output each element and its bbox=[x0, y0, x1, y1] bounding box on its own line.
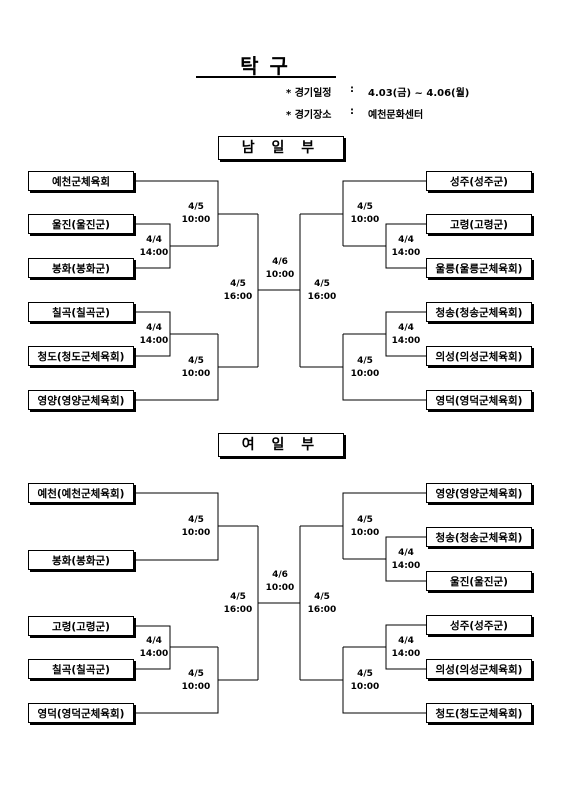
women-left-team-5: 영덕(영덕군체육회) bbox=[28, 703, 134, 723]
women-right-team-1: 영양(영양군체육회) bbox=[426, 483, 532, 503]
venue-label: * 경기장소 bbox=[286, 110, 332, 121]
men-right-team-3: 울릉(울릉군체육회) bbox=[426, 258, 532, 278]
venue-separator: : bbox=[350, 106, 354, 117]
women-right-team-3: 울진(울진군) bbox=[426, 571, 532, 591]
women-left-r2b-line bbox=[134, 647, 219, 714]
women-right-team-6: 청도(청도군체육회) bbox=[426, 703, 532, 723]
schedule-separator: : bbox=[350, 84, 354, 95]
women-right-r1b-line bbox=[385, 624, 426, 670]
women-left-team-3: 고령(고령군) bbox=[28, 616, 134, 636]
men-right-team-2: 고령(고령군) bbox=[426, 214, 532, 234]
venue-value: 예천문화센터 bbox=[368, 110, 424, 121]
men-right-team-6: 영덕(영덕군체육회) bbox=[426, 390, 532, 410]
men-right-r1b-line bbox=[385, 311, 426, 357]
men-left-team-5: 청도(청도군체육회) bbox=[28, 346, 134, 366]
title-underline bbox=[196, 76, 336, 78]
men-right-team-1: 성주(성주군) bbox=[426, 171, 532, 191]
men-section-title: 남 일 부 bbox=[218, 136, 344, 160]
men-right-team-5: 의성(의성군체육회) bbox=[426, 346, 532, 366]
men-left-team-3: 봉화(봉화군) bbox=[28, 258, 134, 278]
women-right-r1a-line bbox=[385, 536, 426, 582]
men-left-team-6: 영양(영양군체육회) bbox=[28, 390, 134, 410]
page-title: 탁 구 bbox=[240, 54, 290, 78]
men-right-r2b-line bbox=[342, 334, 426, 401]
women-right-team-5: 의성(의성군체육회) bbox=[426, 659, 532, 679]
men-left-team-2: 울진(울진군) bbox=[28, 214, 134, 234]
women-section-title: 여 일 부 bbox=[218, 433, 344, 457]
women-left-team-2: 봉화(봉화군) bbox=[28, 550, 134, 570]
women-right-r2b-line bbox=[342, 647, 426, 714]
men-left-team-4: 칠곡(칠곡군) bbox=[28, 302, 134, 322]
women-right-team-4: 성주(성주군) bbox=[426, 615, 532, 635]
schedule-value: 4.03(금) ~ 4.06(월) bbox=[368, 88, 470, 99]
men-right-team-4: 청송(청송군체육회) bbox=[426, 302, 532, 322]
women-right-team-2: 청송(청송군체육회) bbox=[426, 527, 532, 547]
men-left-team-1: 예천군체육회 bbox=[28, 171, 134, 191]
women-left-team-1: 예천(예천군체육회) bbox=[28, 483, 134, 503]
men-right-r2a-line bbox=[342, 180, 426, 246]
men-right-r1a-line bbox=[385, 223, 426, 269]
women-right-r2a-line bbox=[342, 492, 426, 559]
women-left-team-4: 칠곡(칠곡군) bbox=[28, 659, 134, 679]
men-left-r2b-line bbox=[134, 334, 219, 401]
schedule-label: * 경기일정 bbox=[286, 88, 332, 99]
men-left-r2a-line bbox=[134, 180, 219, 246]
